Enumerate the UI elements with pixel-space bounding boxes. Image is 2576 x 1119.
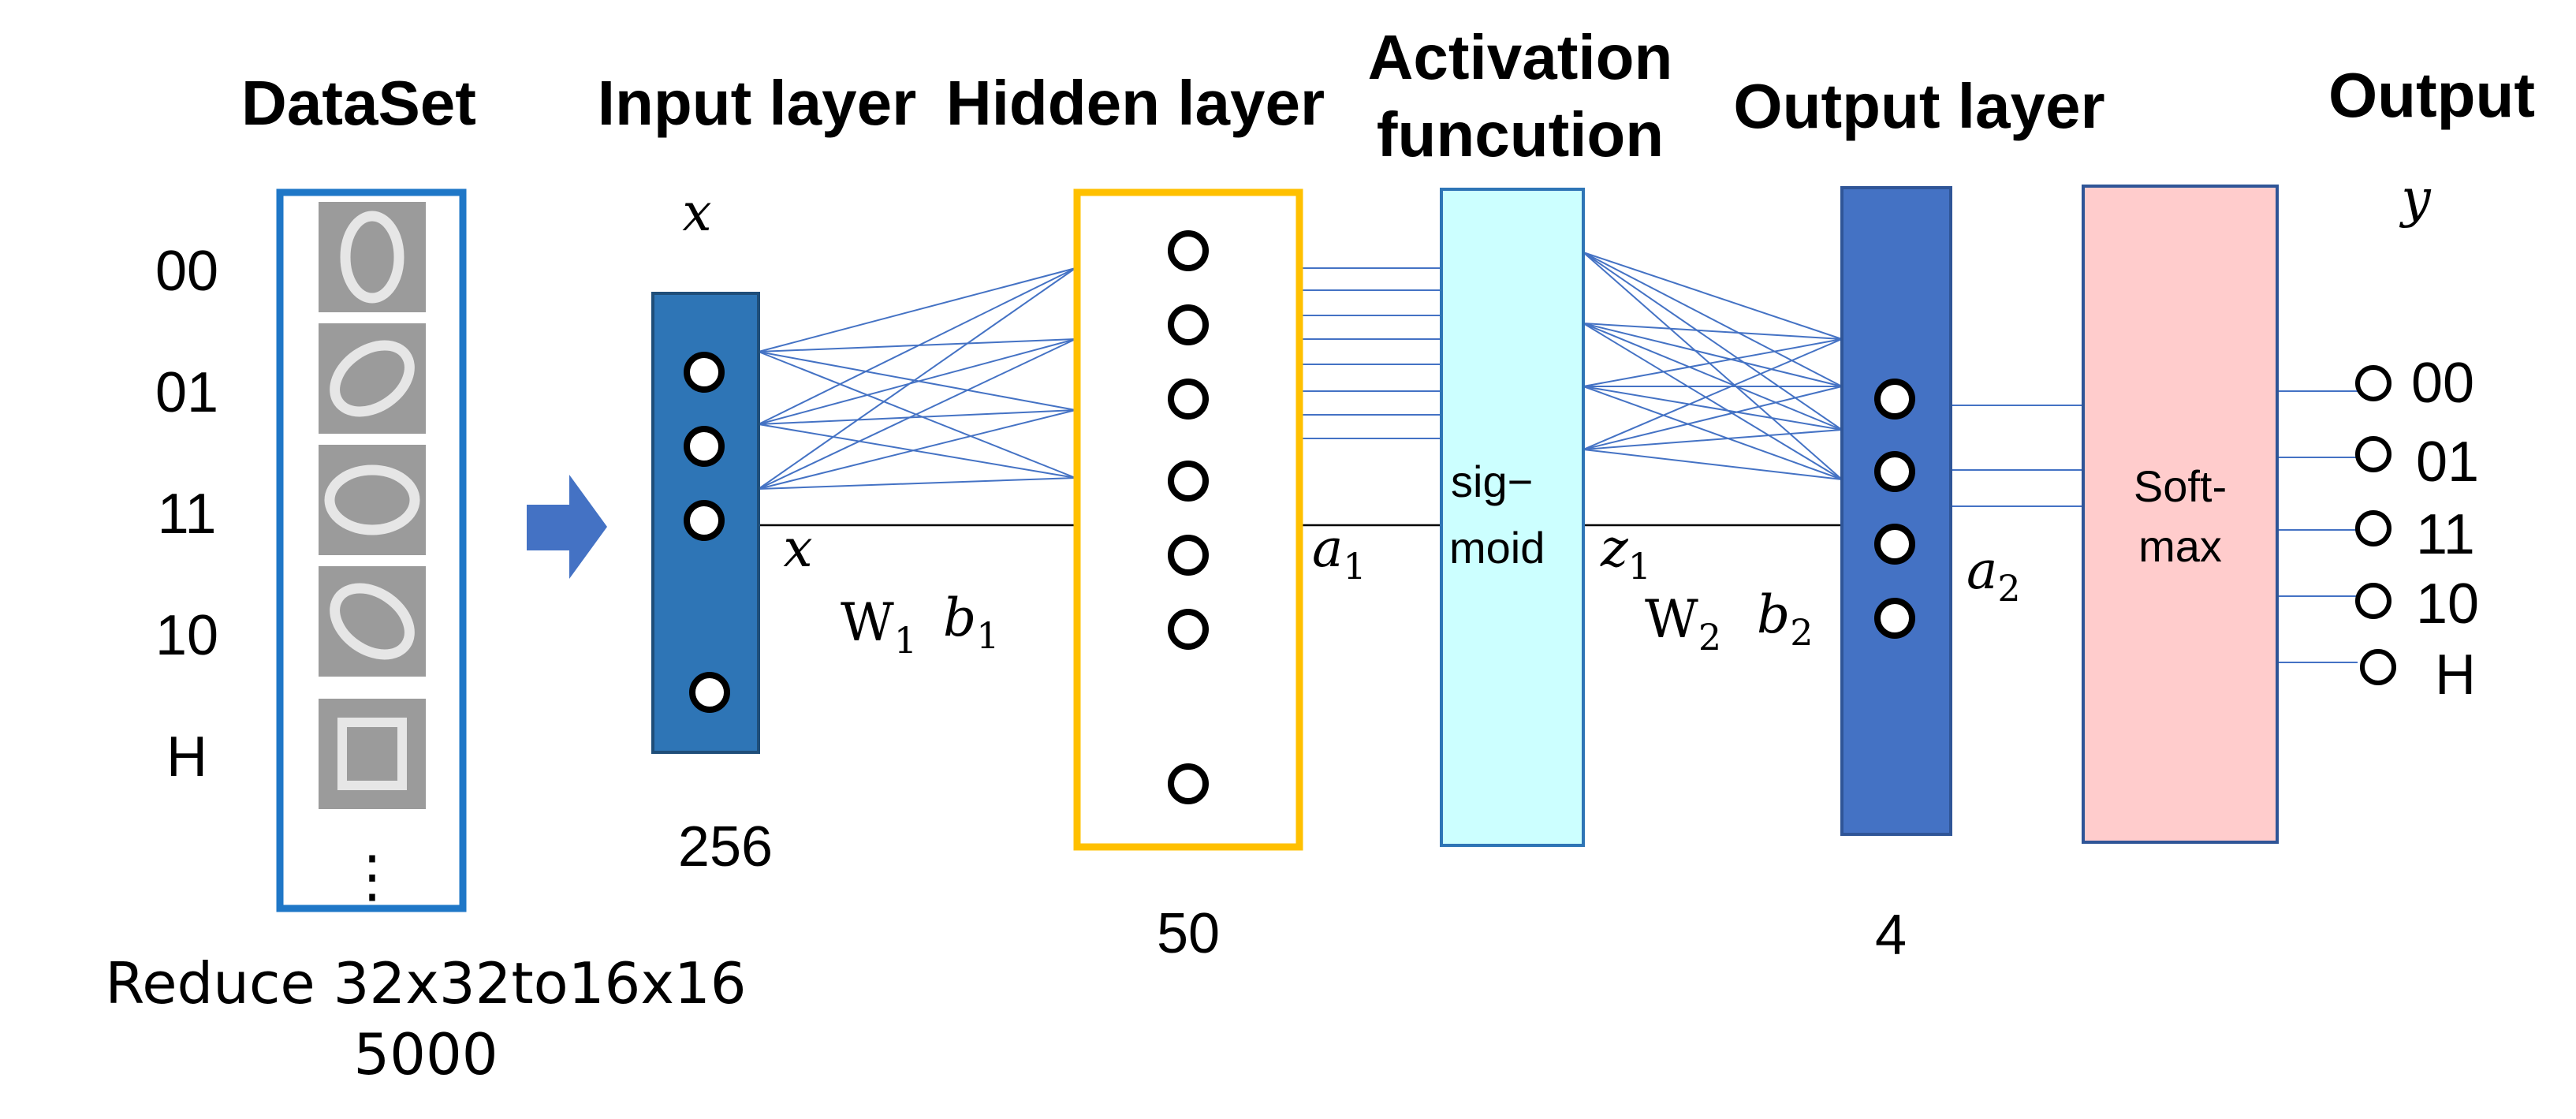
activation-out-var: z1 xyxy=(1600,518,1651,587)
activation-block xyxy=(1440,188,1585,847)
output-node xyxy=(1874,451,1915,492)
output-node xyxy=(1874,598,1915,639)
output-class-node xyxy=(2355,510,2391,546)
header-activation-line2: funcution xyxy=(1377,99,1664,170)
output-class-node xyxy=(2355,583,2391,619)
right-arrow-icon xyxy=(527,475,607,579)
hidden-node xyxy=(1168,461,1209,502)
output-var-y: y xyxy=(2399,168,2431,229)
activation-label-line1: sig− xyxy=(1451,457,1533,506)
softmax-label-line2: max xyxy=(2138,521,2222,571)
weights1-label: W1 xyxy=(841,592,917,662)
dataset-label-10: 10 xyxy=(155,604,218,667)
input-node xyxy=(684,426,725,467)
softmax-label-line1: Soft- xyxy=(2134,461,2227,511)
weights2-label: W2 xyxy=(1645,589,1721,658)
connections-softmax-outputs xyxy=(2277,390,2358,663)
hidden-node xyxy=(1168,304,1209,345)
header-output: Output xyxy=(2328,60,2535,130)
bias1-label: b1 xyxy=(943,587,1000,657)
sample-image-01 xyxy=(319,323,426,434)
output-node xyxy=(1874,524,1915,565)
output-label-01: 01 xyxy=(2416,431,2479,494)
output-class-node xyxy=(2355,365,2391,401)
connections-input-hidden xyxy=(758,267,1076,490)
hidden-node xyxy=(1168,535,1209,576)
header-output-layer: Output layer xyxy=(1733,71,2104,141)
hidden-node xyxy=(1168,763,1209,804)
activation-label-line2: moid xyxy=(1449,523,1545,573)
bias2-label: b2 xyxy=(1757,584,1814,654)
sample-image-h xyxy=(319,699,426,809)
hidden-node xyxy=(1168,230,1209,271)
dataset-frame xyxy=(276,188,467,912)
output-class-node xyxy=(2360,649,2396,685)
input-layer-size: 256 xyxy=(678,815,773,878)
input-node xyxy=(684,352,725,393)
output-layer-out-var: a2 xyxy=(1966,540,2021,610)
output-label-10: 10 xyxy=(2416,573,2479,636)
dataset-caption-line2: 5000 xyxy=(353,1021,498,1087)
hidden-layer-size: 50 xyxy=(1157,902,1220,965)
header-dataset: DataSet xyxy=(241,68,476,138)
dataset-label-11: 11 xyxy=(158,483,217,546)
input-out-var: x xyxy=(783,518,812,579)
sample-image-00 xyxy=(319,202,426,312)
input-node xyxy=(684,500,725,541)
input-node xyxy=(689,672,730,713)
output-label-h: H xyxy=(2435,643,2476,707)
output-layer-block xyxy=(1840,186,1952,836)
header-activation-line1: Activation xyxy=(1368,22,1673,92)
header-input-layer: Input layer xyxy=(598,68,917,138)
output-label-00: 00 xyxy=(2411,352,2474,415)
connections-activation-output xyxy=(1583,252,1843,480)
dataset-ellipsis: ⋮ xyxy=(344,845,401,908)
hidden-layer-frame xyxy=(1073,188,1303,851)
connections-hidden-activation xyxy=(1301,267,1441,439)
hidden-out-var: a1 xyxy=(1312,518,1366,587)
dataset-label-h: H xyxy=(166,725,207,789)
softmax-block xyxy=(2082,185,2279,844)
output-node xyxy=(1874,379,1915,420)
sample-image-11 xyxy=(319,445,426,555)
header-hidden-layer: Hidden layer xyxy=(946,68,1325,138)
dataset-label-00: 00 xyxy=(155,240,218,303)
sample-image-10 xyxy=(319,566,426,677)
dataset-label-01: 01 xyxy=(155,361,218,424)
dataset-caption-line1: Reduce 32x32to16x16 xyxy=(105,950,746,1016)
connections-output-softmax xyxy=(1951,405,2083,507)
hidden-node xyxy=(1168,379,1209,420)
output-class-node xyxy=(2355,436,2391,472)
output-label-11: 11 xyxy=(2416,503,2475,566)
hidden-node xyxy=(1168,609,1209,650)
output-layer-size: 4 xyxy=(1875,904,1907,967)
input-var-x: x xyxy=(682,182,711,243)
